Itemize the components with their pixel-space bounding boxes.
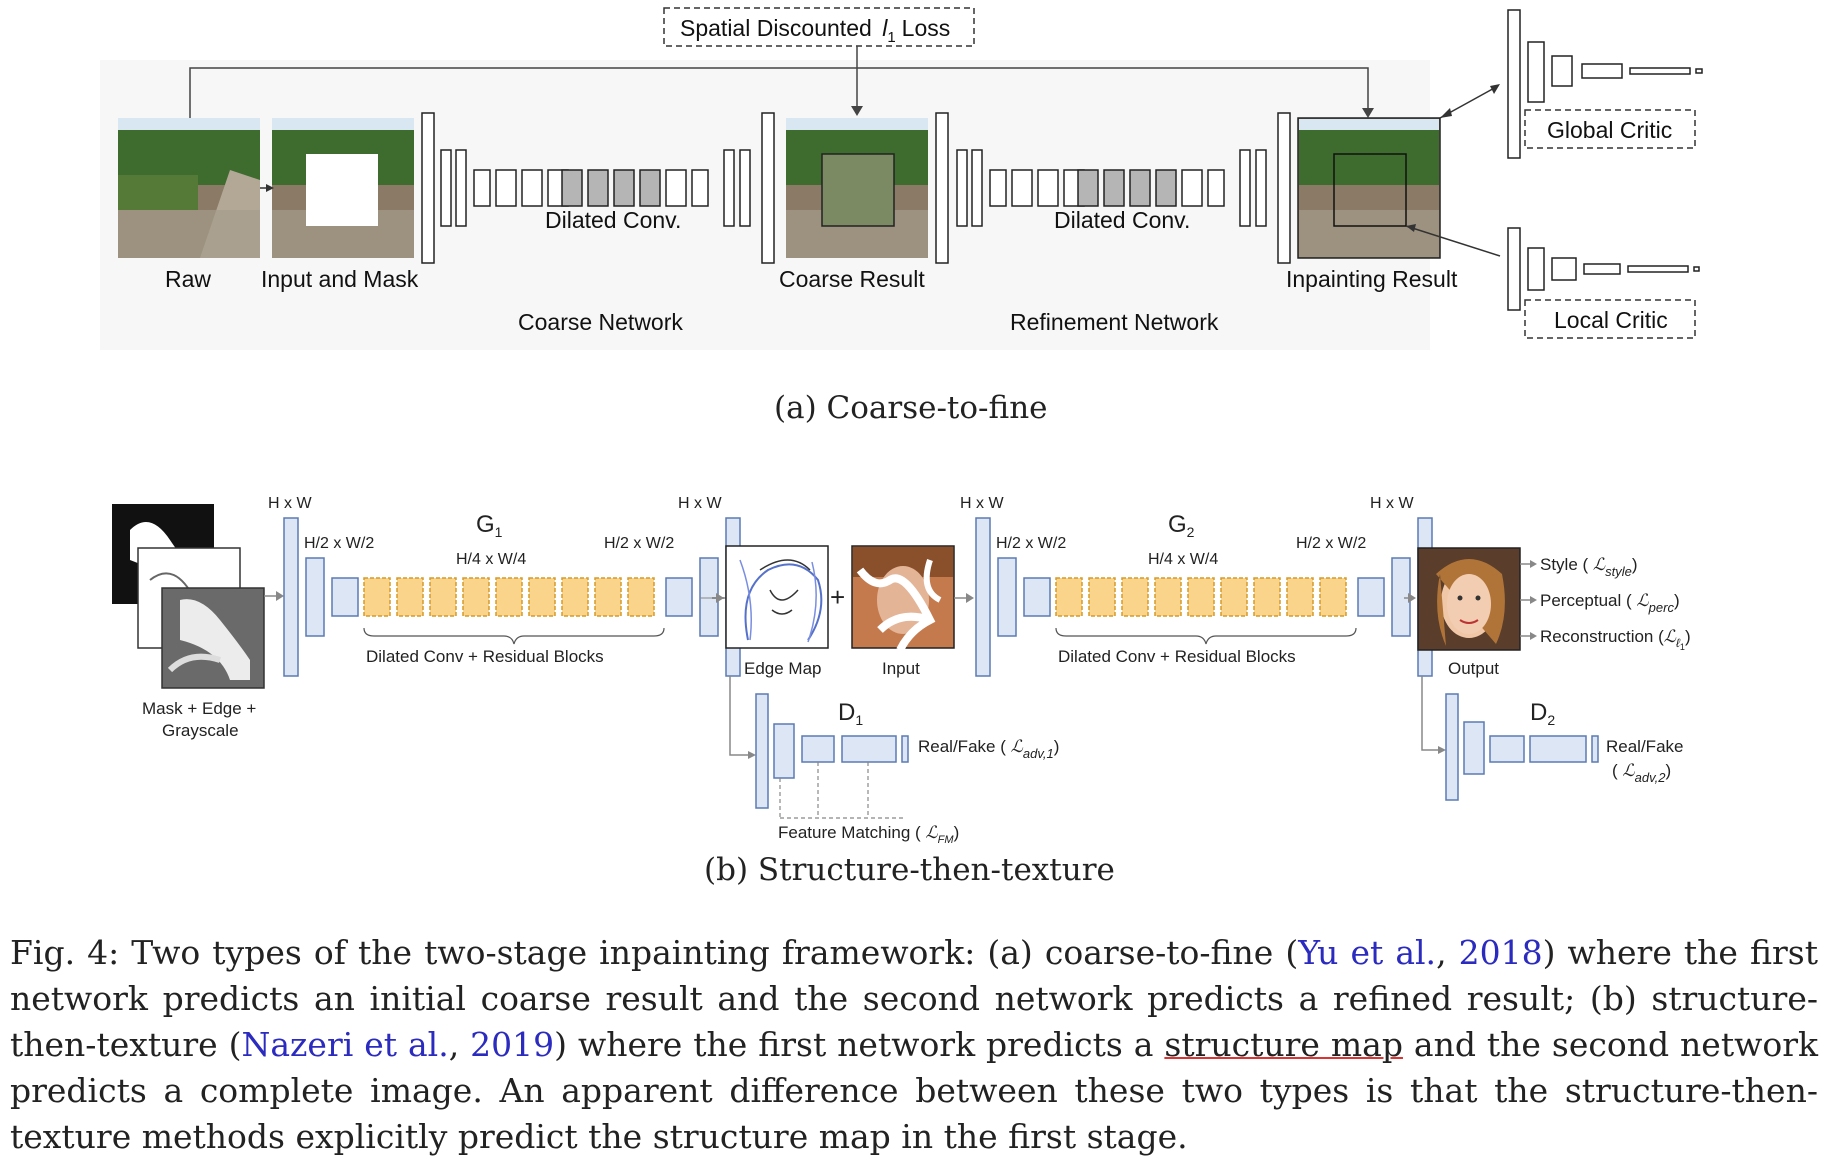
g2-hw-top: H x W [960, 495, 1004, 512]
input-mask-label: Input and Mask [261, 266, 419, 292]
g1-hw-top-right: H x W [678, 495, 722, 512]
subcaption-a: (a) Coarse-to-fine [774, 390, 1048, 426]
output-label: Output [1448, 659, 1499, 678]
figure-b: H x W H/2 x W/2 H/4 x W/4 H/2 x W/2 H x … [0, 470, 1825, 910]
caption-prefix: Fig. 4: Two types of the two-stage inpai… [10, 933, 1299, 972]
inpainting-result-label: Inpainting Result [1286, 266, 1458, 292]
global-critic-blocks [1507, 9, 1703, 159]
caption-underlined-term: structure map [1164, 1025, 1403, 1064]
dilated-conv-label-2: Dilated Conv. [1054, 207, 1190, 233]
realfake-1: Real/Fake ( ℒadv,1) [918, 737, 1059, 761]
g2-hw-top-right: H x W [1370, 495, 1414, 512]
realfake-2: Real/Fake [1606, 737, 1683, 756]
style-loss: Style ( ℒstyle) [1540, 555, 1638, 579]
figure-caption: Fig. 4: Two types of the two-stage inpai… [10, 930, 1818, 1160]
refinement-network-blocks [935, 112, 1291, 264]
g1-h2w2-left: H/2 x W/2 [304, 535, 374, 552]
g2-block-label: Dilated Conv + Residual Blocks [1058, 647, 1296, 666]
figure-b-diagram: H x W H/2 x W/2 H/4 x W/4 H/2 x W/2 H x … [112, 495, 1691, 846]
mask-edge-label-line1: Mask + Edge + [142, 699, 256, 718]
g1-h2w2-right: H/2 x W/2 [604, 535, 674, 552]
g1-h4w4: H/4 x W/4 [456, 551, 526, 568]
mask-edge-label-line2: Grayscale [162, 721, 239, 740]
input-label: Input [882, 659, 920, 678]
coarse-result-image [786, 118, 928, 258]
local-critic-blocks [1507, 227, 1700, 311]
coarse-network-blocks [421, 112, 775, 264]
g2-h2w2-right: H/2 x W/2 [1296, 535, 1366, 552]
citation-sep-2: , [448, 1025, 471, 1064]
perceptual-loss: Perceptual ( ℒperc) [1540, 591, 1680, 615]
loss-box [663, 7, 975, 47]
g1-block-label: Dilated Conv + Residual Blocks [366, 647, 604, 666]
plus-sign: + [830, 582, 845, 612]
g1-hw-top: H x W [268, 495, 312, 512]
dilated-conv-label-1: Dilated Conv. [545, 207, 681, 233]
citation-nazeri-author[interactable]: Nazeri et al. [241, 1025, 449, 1064]
g2-h4w4: H/4 x W/4 [1148, 551, 1218, 568]
feature-matching-label: Feature Matching ( ℒFM) [778, 823, 959, 846]
g2-residual-blocks [1055, 577, 1347, 617]
g1-label: G1 [476, 511, 503, 540]
citation-sep-1: , [1436, 933, 1459, 972]
raw-label: Raw [165, 266, 211, 292]
output-image [1417, 547, 1521, 651]
feature-matching-bracket [779, 762, 904, 819]
loss-path [189, 67, 1369, 118]
citation-nazeri-year[interactable]: 2019 [470, 1025, 555, 1064]
input-image [851, 545, 955, 652]
local-critic-box [1524, 299, 1696, 339]
local-critic-label: Local Critic [1554, 307, 1668, 333]
coarse-result-label: Coarse Result [779, 266, 925, 292]
caption-part4: and the second network predicts a comple… [10, 1025, 1818, 1156]
edge-map-image [725, 545, 829, 649]
refinement-network-label: Refinement Network [1010, 309, 1219, 335]
d1-label: D1 [838, 699, 863, 728]
g2-h2w2-left: H/2 x W/2 [996, 535, 1066, 552]
citation-yu-author[interactable]: Yu et al. [1298, 933, 1437, 972]
global-critic-box [1524, 109, 1696, 149]
citation-yu-year[interactable]: 2018 [1458, 933, 1543, 972]
edge-map-label: Edge Map [744, 659, 822, 678]
g1-to-d1-path [729, 676, 752, 756]
subcaption-b: (b) Structure-then-texture [704, 852, 1115, 888]
g2-to-d2-path [1421, 676, 1442, 751]
raw-image [118, 118, 260, 258]
reconstruction-loss: Reconstruction (ℒℓ1) [1540, 627, 1691, 652]
global-critic-label: Global Critic [1547, 117, 1672, 143]
d1-blocks [755, 693, 909, 809]
caption-part2: ) where the first network predicts an in… [10, 933, 1818, 1064]
inpainting-result-image [1297, 117, 1441, 259]
mask-edge-grayscale-images [112, 504, 265, 689]
adv2-loss: ( ℒadv,2) [1612, 761, 1671, 785]
d2-blocks [1445, 693, 1599, 801]
g2-label: G2 [1168, 511, 1195, 540]
caption-part3: ) where the first network predicts a [554, 1025, 1165, 1064]
input-mask-image [272, 118, 414, 258]
coarse-network-label: Coarse Network [518, 309, 683, 335]
d2-label: D2 [1530, 699, 1555, 728]
g1-residual-blocks [363, 577, 655, 617]
